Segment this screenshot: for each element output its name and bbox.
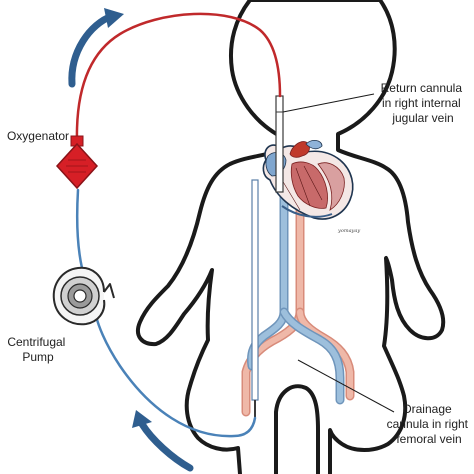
centrifugal-pump-icon [52,266,115,326]
artist-signature: yomayay [337,228,360,234]
pump-to-oxygenator-line [75,188,84,270]
centrifugal-pump-label: Centrifugal Pump [7,335,68,364]
diamond-oxygenator-icon [55,135,99,190]
arterial-return-line [75,12,282,144]
venous-drainage-line [94,314,257,438]
right-iliac-vein-fill [281,309,343,403]
curved-arrow-icon [68,8,124,88]
drainage-cannula-leader [297,359,395,413]
drainage-cannula-label: Drainage cannula in right femoral vein [387,402,472,446]
heart-icon [262,140,354,220]
return-cannula-leader [282,93,375,113]
curved-arrow-icon-bottom [132,410,194,472]
return-cannula [275,95,284,193]
child-inner-legs-outline [274,384,320,474]
oxygenator-label: Oxygenator [7,129,69,143]
drainage-cannula [251,179,259,401]
child-body-outline [136,0,446,474]
return-cannula-label: Return cannula in right internal jugular… [381,81,466,125]
